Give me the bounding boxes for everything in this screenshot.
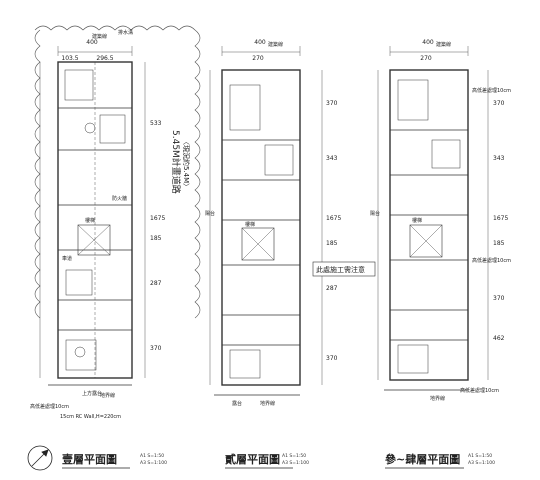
p1-dim-top: 400 [86, 39, 98, 46]
p2-dim-side-4: 185 [326, 240, 338, 247]
p2-label-4: 露台 [232, 400, 242, 407]
p3-dim-side-6: 462 [493, 335, 505, 342]
title-floor-2: 貳層平面圖 [225, 452, 280, 466]
p1-note-1: 15cm RC Wall,H=220cm [60, 414, 121, 420]
p2-dim-side-3: 1675 [326, 215, 341, 222]
construction-callout-box [312, 261, 376, 277]
title-block-floor-3-4: 參~肆層平面圖 A1 S=1:50 A3 S=1:100 [385, 452, 495, 469]
p3-dim-side-5: 370 [493, 295, 505, 302]
p1-label-5: 地界線 [100, 392, 115, 399]
p1-dim-side-1: 533 [150, 120, 162, 127]
p1-dim-side-4: 287 [150, 280, 162, 287]
plan-floor-3-4 [377, 46, 489, 391]
scale-floor-2-b: A3 S=1:100 [282, 460, 309, 466]
p3-label-2: 陽台 [370, 210, 380, 217]
p1-dim-side-5: 370 [150, 345, 162, 352]
p1-dim-top-b: 296.5 [96, 55, 113, 62]
p3-note-1: 高低差處理10cm [472, 257, 511, 264]
scale-floor-1-b: A3 S=1:100 [140, 460, 167, 466]
scale-floor-3-4-a: A1 S=1:50 [468, 453, 492, 459]
p2-dim-side-5: 287 [326, 285, 338, 292]
p3-note-0: 高低差處理10cm [472, 87, 511, 94]
title-floor-3-4: 參~肆層平面圖 [385, 452, 460, 466]
p2-label-3: 地界線 [260, 400, 275, 407]
p3-dim-side-1: 370 [493, 100, 505, 107]
p3-note-2: 高低差處理10cm [460, 387, 499, 394]
plan-floor-2 [209, 46, 323, 396]
p1-label-4: 車道 [62, 255, 72, 262]
p2-dim-side-2: 343 [326, 155, 338, 162]
p1-dim-side-3: 185 [150, 235, 162, 242]
scale-floor-1-a: A1 S=1:50 [140, 453, 164, 459]
p2-label-1: 樓梯 [245, 221, 255, 228]
p3-label-1: 樓梯 [412, 217, 422, 224]
road-label: 5.45M計畫道路 [170, 130, 182, 194]
plan-floor-1 [39, 46, 146, 386]
title-floor-1: 壹層平面圖 [62, 452, 117, 466]
title-block-floor-1: 壹層平面圖 A1 S=1:50 A3 S=1:100 [62, 452, 167, 469]
p3-dim-top-a: 270 [420, 55, 432, 62]
p2-dim-top-a: 270 [252, 55, 264, 62]
title-block-floor-2: 貳層平面圖 A1 S=1:50 A3 S=1:100 [225, 452, 309, 469]
road-sub-label: 〈現況約5.4M〉 [182, 138, 191, 190]
p3-dim-side-2: 343 [493, 155, 505, 162]
construction-callout: 此處施工需注意 [316, 265, 365, 274]
p2-dim-side-1: 370 [326, 100, 338, 107]
p1-dim-side-2: 1675 [150, 215, 165, 222]
north-arrow-icon [27, 445, 53, 471]
p2-label-0: 建築線 [268, 41, 283, 48]
p3-dim-side-3: 1675 [493, 215, 508, 222]
p3-label-0: 建築線 [436, 41, 451, 48]
p1-note-2: 高低差處理10cm [30, 403, 69, 410]
p1-dim-top-a: 103.5 [61, 55, 78, 62]
p3-dim-top: 400 [422, 39, 434, 46]
p1-label-2: 防火牆 [112, 195, 127, 202]
p1-label-3: 樓梯 [85, 217, 95, 224]
p2-label-2: 陽台 [205, 210, 215, 217]
scale-floor-2-a: A1 S=1:50 [282, 453, 306, 459]
p3-dim-side-4: 185 [493, 240, 505, 247]
p1-label-1: 排水溝 [118, 29, 133, 36]
p1-label-0: 建築線 [92, 33, 107, 40]
p3-label-3: 地界線 [430, 395, 445, 402]
p1-note-0: 上方露台 [82, 390, 102, 397]
p2-dim-side-6: 370 [326, 355, 338, 362]
scale-floor-3-4-b: A3 S=1:100 [468, 460, 495, 466]
p2-dim-top: 400 [254, 39, 266, 46]
